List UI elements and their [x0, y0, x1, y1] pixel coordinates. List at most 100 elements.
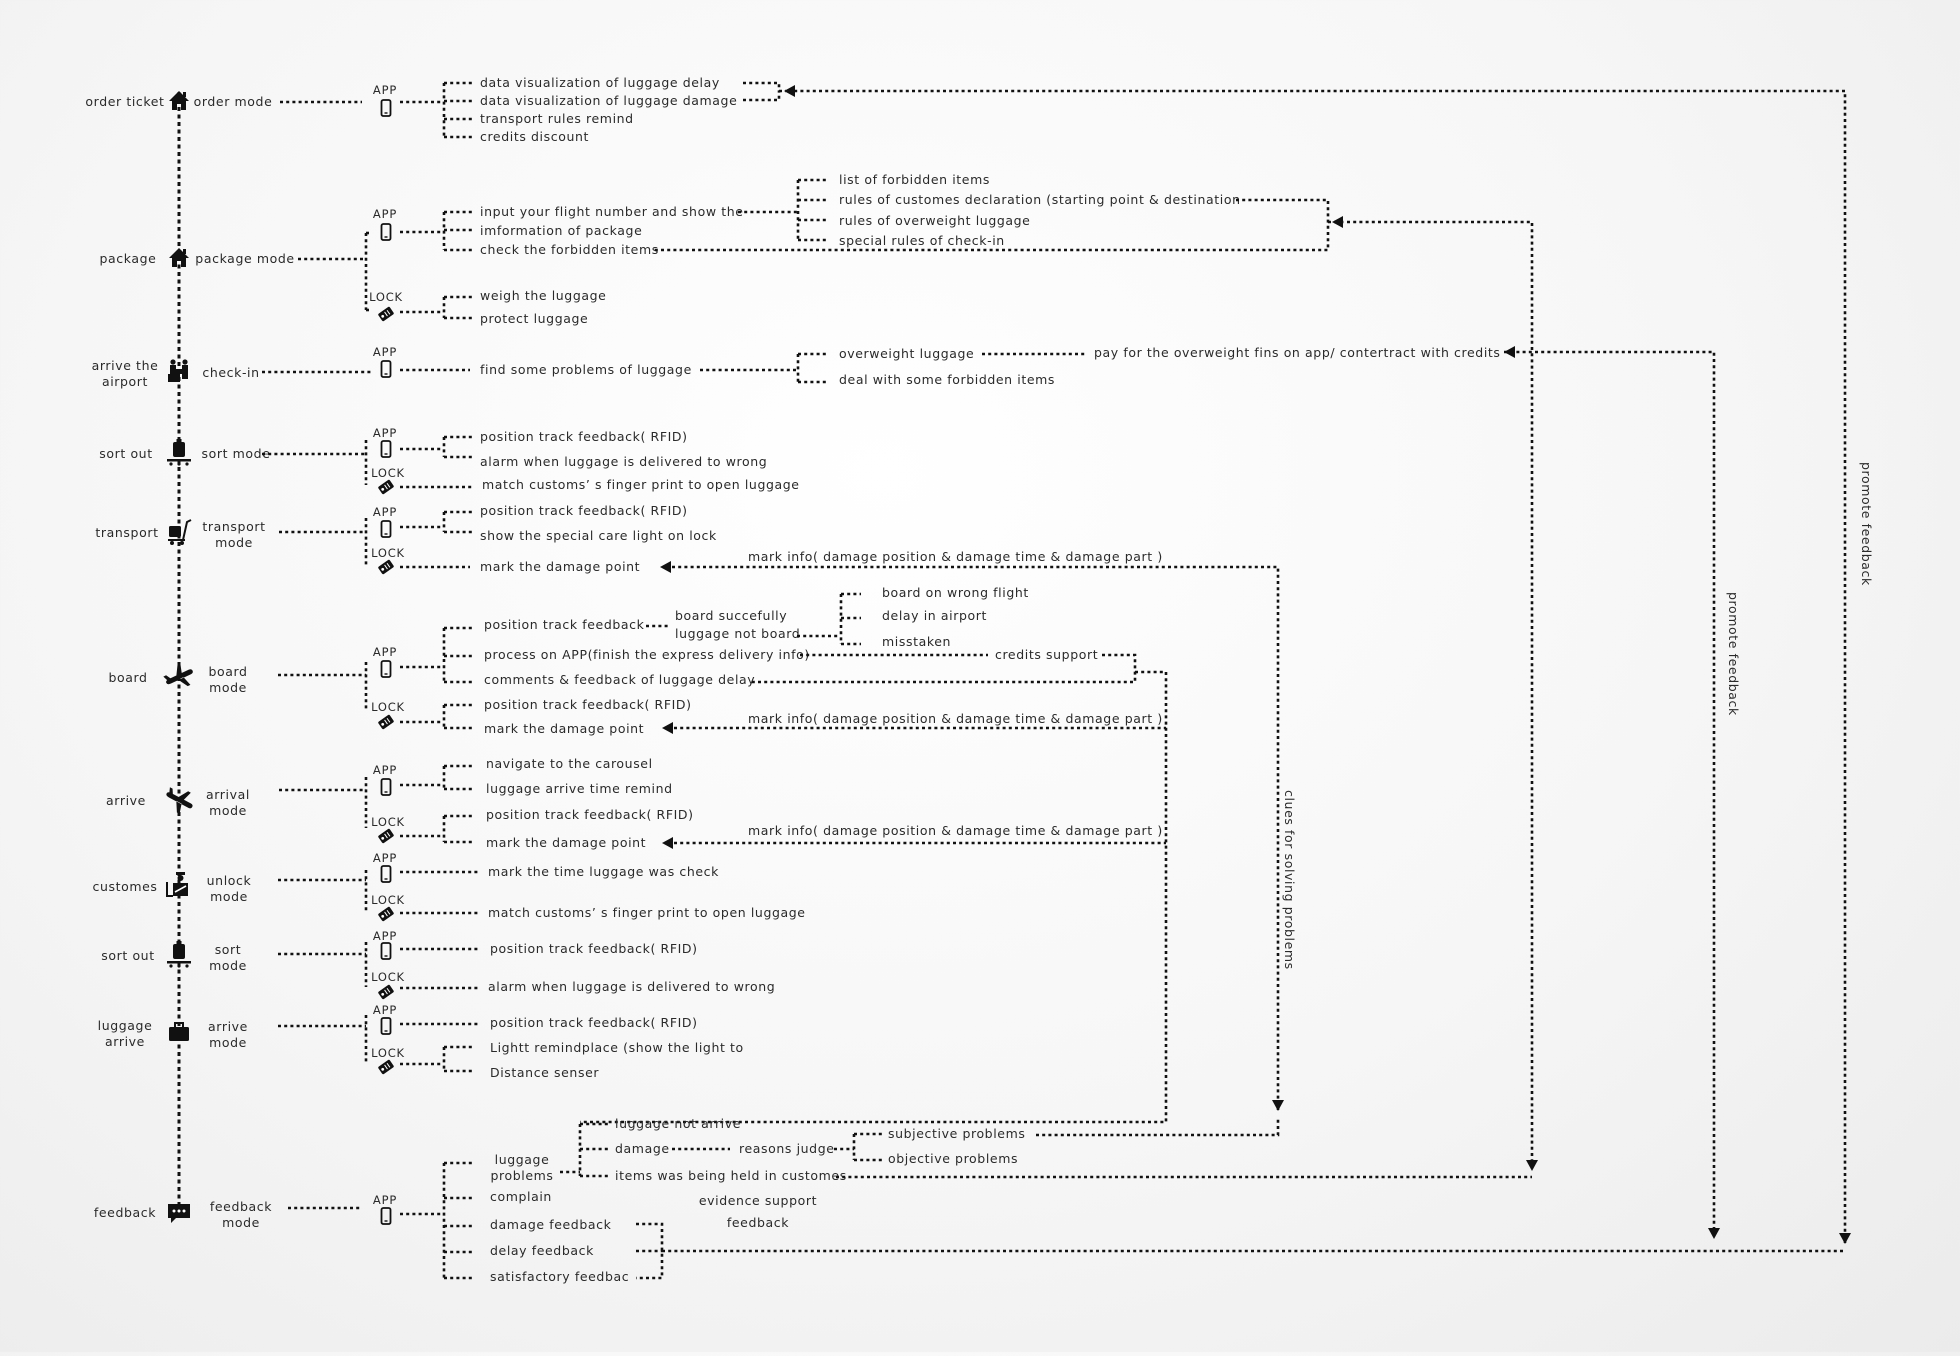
promote-feedback-label-2: promote feedback [1859, 462, 1874, 586]
app-tag: APP [373, 851, 397, 865]
mark-info-label: mark info( damage position & damage time… [748, 711, 1163, 726]
sort1-app-item: alarm when luggage is delivered to wrong [480, 454, 767, 469]
plane-takeoff-icon [163, 663, 193, 687]
phone-icon [380, 865, 392, 883]
lock-tag: LOCK [371, 893, 405, 907]
phone-icon [380, 660, 392, 678]
order-item: transport rules remind [480, 111, 634, 126]
package-app-item: input your flight number and show the [480, 204, 744, 219]
feedback-app-item: delay feedback [490, 1243, 594, 1258]
lock-tag: LOCK [371, 546, 405, 560]
sort1-app-item: position track feedback( RFID) [480, 429, 688, 444]
phone-icon [380, 440, 392, 458]
arrow-head-down-icon [1272, 1100, 1284, 1111]
board-lock-item: position track feedback( RFID) [484, 697, 692, 712]
package-rule-item: list of forbidden items [839, 172, 990, 187]
promote-feedback-loop-2 [788, 89, 1847, 1243]
customes-app-item: mark the time luggage was check [488, 864, 719, 879]
arrive-mode-label-2: mode [209, 803, 247, 818]
transport-lock-item: mark the damage point [480, 559, 640, 574]
phone-icon [380, 942, 392, 960]
phone-icon [380, 360, 392, 378]
arrive-app-item: luggage arrive time remind [486, 781, 673, 796]
luggage-problems-label: problems [490, 1168, 553, 1183]
feedback-group-bracket [636, 1222, 664, 1280]
customes-lock-item: match customs’ s finger print to open lu… [488, 905, 806, 920]
board-feedback-loop [580, 670, 1168, 1124]
mark-info-label: mark info( damage position & damage time… [748, 823, 1163, 838]
order-group-bracket [743, 81, 781, 91]
arrow-head-left-icon [1504, 346, 1515, 358]
package-rule-item: rules of customes declaration (starting … [839, 192, 1241, 207]
mark-info-label: mark info( damage position & damage time… [748, 549, 1163, 564]
luggage-arrive-mode-label-2: mode [209, 1035, 247, 1050]
feedback-mode-label-2: mode [222, 1215, 260, 1230]
evidence-support-label: feedback [727, 1215, 789, 1230]
phone-icon [380, 1207, 392, 1225]
board-stage-label: board [108, 670, 147, 685]
luggage-problems-label: luggage [495, 1152, 550, 1167]
order-group-bracket-2 [743, 91, 781, 102]
customes-mode-label-2: mode [210, 889, 248, 904]
clues-loop [672, 565, 1280, 1110]
phone-icon [380, 778, 392, 796]
evidence-support-label: evidence support [699, 1193, 817, 1208]
luggage-arrive-stage-label-2: arrive [105, 1034, 145, 1049]
arrive-lock-item: position track feedback( RFID) [486, 807, 694, 822]
feedback-app-item: damage feedback [490, 1217, 612, 1232]
luggage-cart-icon [168, 519, 192, 545]
lock-tag-icon [378, 906, 394, 922]
feedback-problem-item: damage [615, 1141, 670, 1156]
check-in-desk-icon [168, 359, 188, 382]
arrow-head-left-icon [662, 837, 673, 849]
promote-feedback-loop-1 [1347, 220, 1534, 1170]
app-tag: APP [373, 645, 397, 659]
judge-result-item: objective problems [888, 1151, 1018, 1166]
app-tag: APP [373, 345, 397, 359]
sort-out-1-stage-label: sort out [99, 446, 152, 461]
transport-app-item: show the special care light on lock [480, 528, 717, 543]
checkin-app-item: find some problems of luggage [480, 362, 692, 377]
arrive-app-item: navigate to the carousel [486, 756, 653, 771]
order-item: data visualization of luggage damage [480, 93, 737, 108]
order-item: data visualization of luggage delay [480, 75, 720, 90]
checkin-sub-item: overweight luggage [839, 346, 974, 361]
arrive-stage-label: arrive [106, 793, 146, 808]
house-icon [169, 91, 189, 110]
board-status-item: board succefully [675, 608, 787, 623]
lock-tag: LOCK [371, 815, 405, 829]
order-ticket-stage-label: order ticket [85, 94, 164, 109]
package-rule-item: rules of overweight luggage [839, 213, 1030, 228]
luggage-conveyor-icon [167, 941, 191, 968]
arrive-airport-stage-label: arrive the [92, 358, 159, 373]
app-tag: APP [373, 83, 397, 97]
board-app-item: comments & feedback of luggage delay [484, 672, 755, 687]
sort-out-2-mode-label-2: mode [209, 958, 247, 973]
customes-stage-label: customes [92, 879, 157, 894]
board-status-item: luggage not board [675, 626, 800, 641]
chat-bubble-icon [168, 1204, 190, 1223]
lock-tag-icon [378, 479, 394, 495]
transport-app-item: position track feedback( RFID) [480, 503, 688, 518]
lock-tag-icon [378, 714, 394, 730]
phone-icon [380, 1017, 392, 1035]
reasons-judge-label: reasons judge [739, 1141, 835, 1156]
package-lock-item: weigh the luggage [480, 288, 606, 303]
package-app-item: imformation of package [480, 223, 642, 238]
board-reason-item: board on wrong flight [882, 585, 1029, 600]
arrow-head-left-icon [1332, 216, 1343, 228]
phone-icon [380, 223, 392, 241]
feedback-app-item: satisfactory feedbac [490, 1269, 629, 1284]
order-item: credits discount [480, 129, 589, 144]
promote-feedback-label-1: promote feedback [1726, 592, 1741, 716]
customs-officer-icon [166, 872, 188, 897]
board-reason-item: delay in airport [882, 608, 987, 623]
promote-feedback-loop-pay [1504, 350, 1716, 1238]
feedback-mode-label: feedback [210, 1199, 272, 1214]
arrow-head-left-icon [660, 561, 671, 573]
arrive-mode-label: arrival [206, 787, 250, 802]
lock-tag: LOCK [371, 466, 405, 480]
luggage-arrive-stage-label: luggage [98, 1018, 153, 1033]
sort2-lock-item: alarm when luggage is delivered to wrong [488, 979, 775, 994]
